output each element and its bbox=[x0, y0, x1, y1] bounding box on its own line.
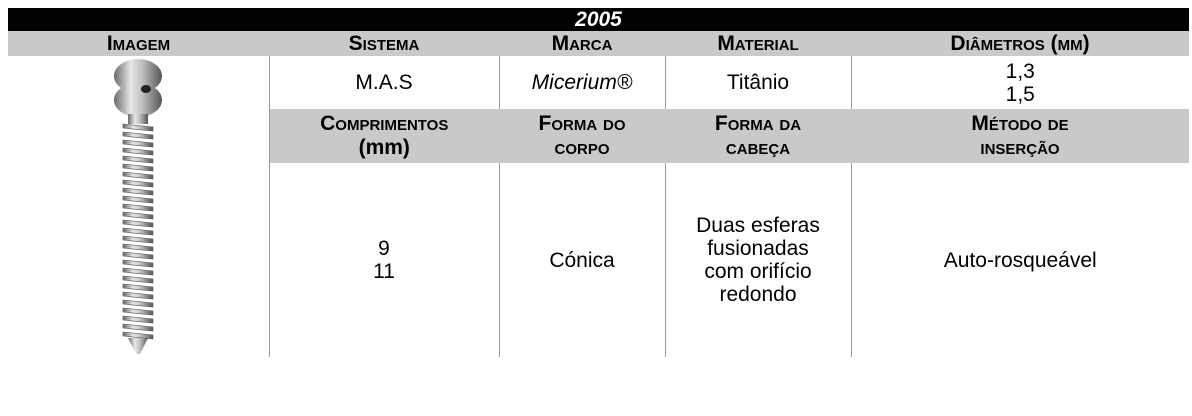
thread-ridge bbox=[122, 275, 154, 284]
value-comprimentos: 9 11 bbox=[269, 163, 499, 357]
header-imagem: Imagem bbox=[8, 31, 269, 56]
thread-ridge bbox=[122, 283, 154, 292]
thread-ridge bbox=[122, 139, 154, 148]
thread-ridge bbox=[122, 331, 154, 340]
thread-ridge bbox=[122, 147, 154, 156]
thread-ridge bbox=[122, 227, 154, 236]
diametro-2: 1,5 bbox=[1005, 82, 1035, 106]
thread-ridge bbox=[122, 315, 154, 324]
thread-ridge bbox=[122, 307, 154, 316]
forma-cabeca-line4: redondo bbox=[719, 283, 797, 306]
thread-ridge bbox=[122, 187, 154, 196]
thread-ridge bbox=[122, 211, 154, 220]
value-marca: Micerium® bbox=[498, 56, 665, 109]
value-forma-corpo: Cónica bbox=[498, 163, 665, 357]
thread-ridge bbox=[122, 267, 154, 276]
thread-ridge bbox=[122, 179, 154, 188]
value-metodo: Auto-rosqueável bbox=[850, 163, 1189, 357]
value-sistema: M.A.S bbox=[268, 56, 499, 109]
forma-cabeca-line3: com orifício bbox=[704, 260, 812, 283]
thread-ridge bbox=[122, 155, 154, 164]
year-title: 2005 bbox=[8, 8, 1189, 31]
header-metodo: Método de inserção bbox=[851, 109, 1189, 163]
thread-ridge bbox=[122, 243, 154, 252]
thread-ridge bbox=[122, 299, 154, 308]
thread-ridge bbox=[122, 123, 154, 132]
header-comprimentos: Comprimentos (mm) bbox=[269, 109, 499, 163]
thread-ridge bbox=[122, 259, 154, 268]
thread-ridge bbox=[122, 163, 154, 172]
thread-ridge bbox=[122, 131, 154, 140]
header-forma-cabeca-line1: Forma da bbox=[714, 112, 802, 135]
header-forma-cabeca-line2: cabeça bbox=[725, 136, 791, 159]
thread-ridge bbox=[122, 323, 154, 332]
header-forma-cabeca: Forma da cabeça bbox=[665, 109, 851, 163]
header-sistema: Sistema bbox=[269, 31, 499, 56]
thread-ridge bbox=[122, 219, 154, 228]
header-marca: Marca bbox=[499, 31, 665, 56]
header-metodo-line2: inserção bbox=[980, 136, 1060, 159]
forma-cabeca-line1: Duas esferas bbox=[696, 214, 820, 237]
mini-implant-screw-icon bbox=[114, 59, 163, 354]
header-comprimentos-line2: (mm) bbox=[358, 136, 410, 159]
header-diametros: Diâmetros (mm) bbox=[851, 31, 1189, 56]
implant-spec-table: 2005 Imagem Sistema Marca Material Diâme… bbox=[8, 8, 1189, 357]
comprimento-2: 11 bbox=[373, 260, 395, 283]
thread-ridge bbox=[122, 291, 154, 300]
thread-ridge bbox=[122, 171, 154, 180]
thread-ridge bbox=[122, 251, 154, 260]
header-metodo-line1: Método de bbox=[971, 112, 1069, 135]
header-forma-corpo-line2: corpo bbox=[554, 136, 610, 159]
thread-ridge bbox=[122, 195, 154, 204]
header-forma-corpo: Forma do corpo bbox=[499, 109, 665, 163]
thread-ridge bbox=[122, 235, 154, 244]
screw-threads bbox=[122, 123, 154, 340]
header-material: Material bbox=[665, 31, 851, 56]
value-diametros: 1,3 1,5 bbox=[850, 56, 1189, 109]
thread-ridge bbox=[122, 203, 154, 212]
header-comprimentos-line1: Comprimentos bbox=[320, 112, 449, 135]
value-forma-cabeca: Duas esferas fusionadas com orifício red… bbox=[664, 163, 851, 357]
header-forma-corpo-line1: Forma do bbox=[538, 112, 626, 135]
comprimento-1: 9 bbox=[378, 237, 390, 260]
diametro-1: 1,3 bbox=[1005, 59, 1035, 83]
forma-cabeca-line2: fusionadas bbox=[707, 237, 809, 260]
value-material: Titânio bbox=[664, 56, 851, 109]
implant-image-cell bbox=[8, 56, 270, 357]
